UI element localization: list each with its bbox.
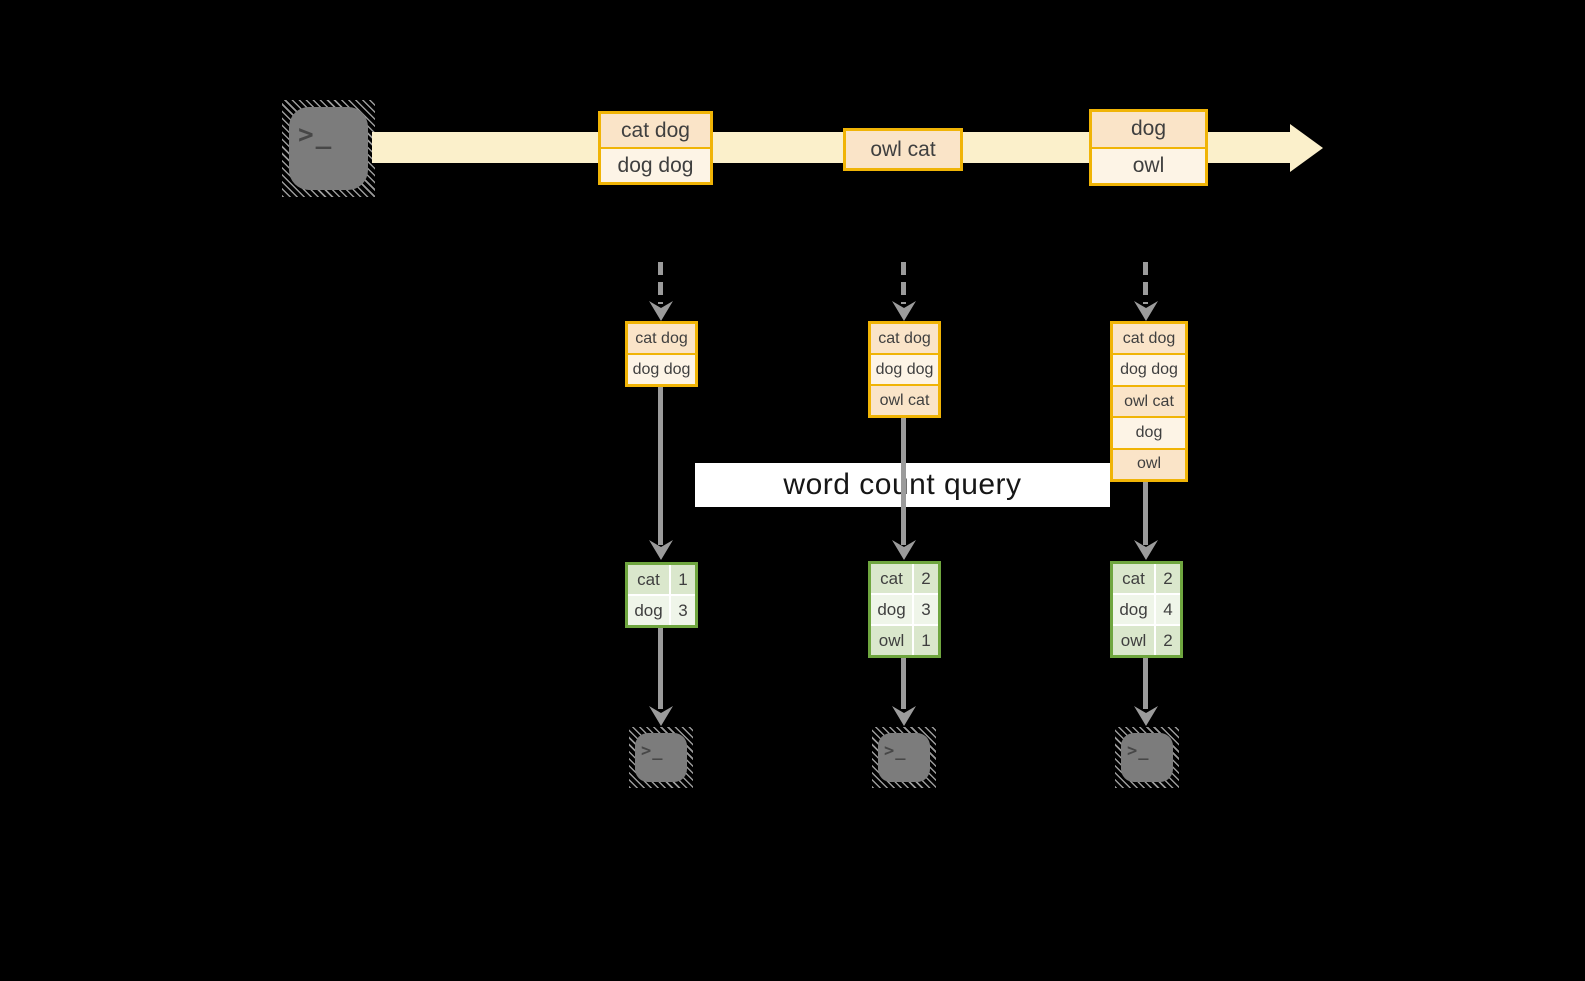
count-cell: 3 xyxy=(671,596,695,625)
stream-arrowhead-icon xyxy=(1290,124,1323,172)
state-to-table-arrow-1 xyxy=(658,387,663,545)
table-to-consumer-arrow-3 xyxy=(1143,658,1148,709)
event-line: owl cat xyxy=(846,131,960,168)
wordcount-table-1: cat 1 dog 3 xyxy=(625,562,698,628)
state-to-table-arrow-3 xyxy=(1143,482,1148,545)
state-buffer-3: cat dog dog dog owl cat dog owl xyxy=(1110,321,1188,482)
stream-event-1: cat dog dog dog xyxy=(598,111,713,185)
consumer-terminal-icon-1: >_ xyxy=(629,727,693,788)
buffer-line: owl xyxy=(1113,447,1185,480)
count-cell: 1 xyxy=(914,626,938,655)
state-buffer-2: cat dog dog dog owl cat xyxy=(868,321,941,418)
terminal-body xyxy=(635,733,687,782)
word-cell: cat xyxy=(871,564,912,593)
consumer-terminal-icon-3: >_ xyxy=(1115,727,1179,788)
count-cell: 4 xyxy=(1156,595,1180,624)
word-cell: dog xyxy=(1113,595,1154,624)
arrowhead-icon xyxy=(649,706,673,726)
word-cell: cat xyxy=(1113,564,1154,593)
table-to-consumer-arrow-1 xyxy=(658,628,663,709)
terminal-body xyxy=(878,733,930,782)
buffer-line: cat dog xyxy=(871,324,938,353)
word-cell: owl xyxy=(1113,626,1154,655)
terminal-prompt-glyph: >_ xyxy=(1127,741,1150,761)
stream-event-2: owl cat xyxy=(843,128,963,171)
arrowhead-icon xyxy=(892,301,916,321)
buffer-line: dog dog xyxy=(871,353,938,384)
arrowhead-icon xyxy=(649,301,673,321)
terminal-body xyxy=(1121,733,1173,782)
terminal-prompt-glyph: >_ xyxy=(884,741,907,761)
consumer-terminal-icon-2: >_ xyxy=(872,727,936,788)
event-line: owl xyxy=(1092,146,1205,183)
buffer-line: owl cat xyxy=(871,384,938,415)
stream-event-3: dog owl xyxy=(1089,109,1208,186)
buffer-line: cat dog xyxy=(628,324,695,353)
state-buffer-1: cat dog dog dog xyxy=(625,321,698,387)
producer-terminal-icon: >_ xyxy=(282,100,375,197)
wordcount-table-2: cat 2 dog 3 owl 1 xyxy=(868,561,941,658)
event-line: dog xyxy=(1092,112,1205,147)
count-cell: 2 xyxy=(914,564,938,593)
count-cell: 2 xyxy=(1156,626,1180,655)
word-cell: owl xyxy=(871,626,912,655)
count-cell: 3 xyxy=(914,595,938,624)
event-line: dog dog xyxy=(601,147,710,182)
arrowhead-icon xyxy=(1134,301,1158,321)
terminal-prompt-glyph: >_ xyxy=(641,741,664,761)
count-cell: 2 xyxy=(1156,564,1180,593)
event-to-state-arrow-2 xyxy=(901,262,906,304)
table-to-consumer-arrow-2 xyxy=(901,658,906,709)
buffer-line: cat dog xyxy=(1113,324,1185,354)
arrowhead-icon xyxy=(892,706,916,726)
word-cell: cat xyxy=(628,565,669,594)
count-cell: 1 xyxy=(671,565,695,594)
word-cell: dog xyxy=(871,595,912,624)
buffer-line: owl cat xyxy=(1113,384,1185,417)
buffer-line: dog xyxy=(1113,416,1185,448)
arrowhead-icon xyxy=(1134,706,1158,726)
buffer-line: dog dog xyxy=(628,353,695,384)
word-cell: dog xyxy=(628,596,669,625)
terminal-body xyxy=(289,107,368,190)
state-to-table-arrow-2 xyxy=(901,418,906,545)
buffer-line: dog dog xyxy=(1113,353,1185,385)
event-to-state-arrow-3 xyxy=(1143,262,1148,304)
terminal-prompt-glyph: >_ xyxy=(298,120,334,150)
wordcount-table-3: cat 2 dog 4 owl 2 xyxy=(1110,561,1183,658)
event-line: cat dog xyxy=(601,114,710,147)
event-to-state-arrow-1 xyxy=(658,262,663,304)
